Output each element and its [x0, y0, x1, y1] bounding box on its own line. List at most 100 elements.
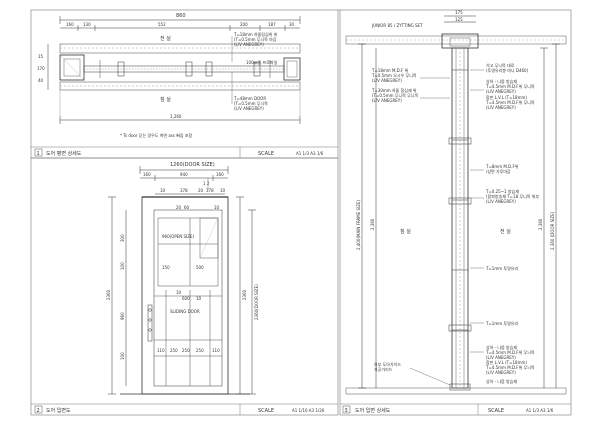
panel-3-title: 도어 입면 상세도 [355, 407, 391, 414]
elev-bdim-5: 110 [212, 348, 220, 353]
elev-top-marker: 1 2 [203, 181, 210, 186]
section-rnote-20: (L/V ANEGREY) [486, 370, 516, 375]
section-rnote-15: 상하 - 나뭄 방습재 [486, 344, 517, 350]
panel-1-scale-label: SCALE [258, 151, 274, 157]
elev-bdim-4: 250 [196, 348, 204, 353]
section-lnote-3: T=30mm 하돌 합심재 위 [371, 87, 417, 93]
section-lnote-2: (L/V ANEGREY) [372, 78, 402, 83]
elev-bdim-2: 250 [170, 348, 178, 353]
panel-2-title: 도어 입면도 [46, 407, 71, 414]
panel-2-scale-value: A1 1/10 A3 1/20 [292, 408, 325, 413]
plan-dim-f: 30 [289, 22, 295, 27]
section-rnote-9: /상면 가루마감 [486, 168, 511, 174]
section-lnote-7: 가공가리드 [374, 366, 393, 372]
elev-dim-h: 10 [220, 188, 226, 193]
plan-bottom-dim: 1,260 [170, 114, 182, 119]
elev-dim-g: 378 [206, 188, 214, 193]
section-rnote-16: T=4.5mm M.D.F위 무늬목 [485, 349, 535, 355]
plan-left-dim-a: 15 [38, 54, 44, 59]
section-lnote-0: T=18mm M.D.F 위 [371, 67, 409, 73]
section-top-dim-a: 175 [455, 10, 463, 15]
section-rnote-11: (합파방송재 T=18 무니목 위부 [486, 193, 539, 199]
plan-note-1c: (L/V ANEGREY) [234, 42, 264, 47]
section-rnote-21: 상하 - 나뭄 방습재 [486, 378, 517, 384]
panel-1-title: 도어 평면 상세도 [46, 150, 82, 157]
section-room-right: 전 실 [500, 228, 511, 235]
panel-1-number: 1 [37, 151, 40, 157]
plan-note-1a: T=18mm 하돌림심위 위 [233, 31, 278, 37]
elev-udim-5: 10 [214, 205, 220, 210]
section-rnote-4: (L/V ANEGREY) [486, 89, 516, 94]
panel-3-scale-value: A1 1/3 A3 1/6 [526, 408, 554, 413]
section-vdim-c: 2,360 [538, 218, 543, 230]
section-left-notes: T=18mm M.D.F 위 T=0.5mm 오시우 무니목 (L/V ANEG… [371, 67, 451, 386]
panel-1-plan: 860 160 130 552 200 187 30 [31, 13, 338, 158]
elev-mdim-1: 10 [176, 290, 182, 295]
section-lnote-6: 하부 도아가이드 [374, 361, 401, 367]
section-rnote-14: T=1mm 투명유리 [485, 320, 518, 326]
plan-left-dim-b: 170 [37, 66, 45, 71]
section-lnote-5: (L/V ANEGREY) [372, 98, 402, 103]
plan-dim-c: 552 [158, 22, 166, 27]
plan-dim-b: 130 [83, 22, 91, 27]
panel-2-number: 2 [37, 408, 40, 414]
section-room-left: 침 실 [400, 228, 411, 235]
plan-total-width: 860 [176, 13, 186, 19]
section-vdim-d: 2,360 (DOOR SIZE) [550, 211, 555, 250]
elev-mdim-2: 600 [182, 296, 190, 301]
section-top-label: JUNIOR 85 / ZYTTING SET [371, 23, 423, 28]
section-rnote-0: 석고 무늬목 대로 [486, 62, 515, 68]
plan-dim-e: 187 [268, 22, 276, 27]
elev-mdim-3: 10 [196, 296, 202, 301]
section-vdim-b: 2,360 [370, 218, 375, 230]
section-rnote-5: 합판 L.V.L (T=18mm) [486, 94, 527, 100]
section-rnote-1: (투명유리봉 마니 D460) [486, 67, 529, 73]
elev-total-dim: 1260(DOOR SIZE) [170, 162, 215, 168]
elev-dim-f: 20 [198, 188, 204, 193]
plan-note-3a: T=48mm DOOR [233, 96, 266, 101]
plan-note-3b: (T=0.5mm 무늬목 [234, 100, 268, 106]
section-rnote-3: T=4.5mm M.D.F위 무니목 [485, 83, 535, 89]
elev-sliding-label: SLIDING DOOR [170, 309, 200, 314]
section-right-notes: 석고 무늬목 대로 (투명유리봉 마니 D460) 상하 - 나뭄 방습재 T=… [470, 62, 539, 384]
elev-dim-b: 940 [180, 172, 188, 177]
section-top-dim-b: 125 [455, 17, 463, 22]
elev-vdim-3: 960 [120, 312, 125, 320]
elev-dim-a: 160 [143, 172, 151, 177]
plan-note-1b: (T=0.5mm 무늬목 마감 [234, 36, 277, 42]
panel-3-scale-label: SCALE [488, 408, 504, 414]
panel-2-scale-label: SCALE [258, 408, 274, 414]
section-lnote-4: (T=0.5mm 무니목 무니목 [372, 92, 418, 98]
panel-2-elevation: 1260(DOOR SIZE) 160 940 160 1 2 10 378 2… [31, 162, 338, 415]
elev-vdim-1: 300 [120, 234, 125, 242]
plan-dim-d: 200 [240, 22, 248, 27]
elev-vdim-4: 100 [120, 352, 125, 360]
section-rnote-8: T=8mm M.D.F위 [485, 163, 519, 169]
plan-room-top: 전 실 [160, 35, 171, 42]
plan-note-2: 100㎜졸 프로파일 [246, 59, 278, 65]
section-vdim-a: 2,400(MAIN FRAME SIZE) [356, 199, 361, 250]
section-rnote-17: (L/V ANEGREY) [486, 355, 516, 360]
elev-udim-2: 60 [184, 205, 190, 210]
section-lnote-1: T=0.5mm 오시우 무니목 [371, 72, 417, 78]
plan-room-bottom: 침 실 [160, 96, 171, 103]
elev-vdim-2: 100 [120, 262, 125, 270]
section-rnote-12: (L/V ANEGREY) [486, 199, 516, 204]
elev-bdim-3: 250 [182, 348, 190, 353]
panel-3-section: JUNIOR 85 / ZYTTING SET 175 125 석고 무늬목 대… [340, 10, 571, 415]
elev-dim-d: 10 [160, 188, 166, 193]
elev-vision-label: 960(OPEN SIZE) [162, 234, 195, 239]
plan-dim-a: 160 [66, 22, 74, 27]
plan-footnote: * Ts door 닫는 경우도 측면 ass 빠짐 포함 [120, 132, 193, 138]
elev-bdim-1: 110 [157, 348, 165, 353]
elev-udim-1: 20 [176, 205, 182, 210]
plan-note-3c: (L/V ANEGREY) [234, 106, 264, 111]
section-rnote-10: T=0.25~1 방습재 [485, 188, 519, 194]
elev-dim-e: 378 [180, 188, 188, 193]
panel-1-scale-value: A1 1/3 A3 1/6 [296, 151, 324, 156]
elev-dim-c: 160 [216, 172, 224, 177]
section-rnote-6: T=4.5mm M.D.F위 무니목 [485, 99, 535, 105]
elev-udim-4: 500 [196, 265, 204, 270]
